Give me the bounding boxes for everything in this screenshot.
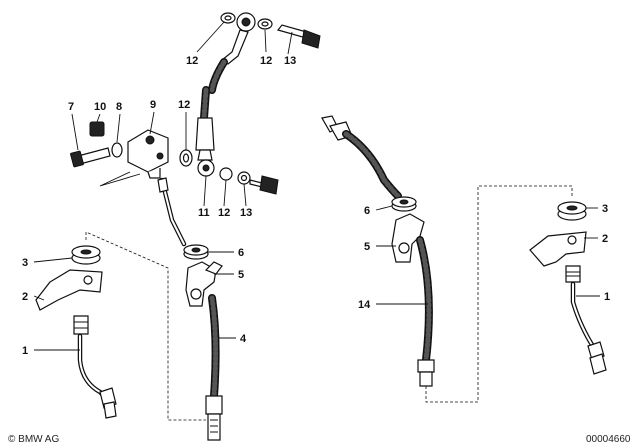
distribution-block	[70, 121, 279, 195]
callout-2: 2	[602, 233, 608, 245]
connection-line-right	[425, 185, 573, 403]
callout-2: 2	[22, 291, 28, 303]
callout-3: 3	[602, 203, 608, 215]
callout-13: 13	[240, 207, 252, 219]
callout-5: 5	[238, 269, 244, 281]
callout-9: 9	[150, 99, 156, 111]
callout-6: 6	[364, 205, 370, 217]
callout-12: 12	[218, 207, 230, 219]
callout-labels: 12 12 13 7 10 8 9 12 11 12 13 6 5 4 3 2 …	[22, 55, 610, 357]
center-pipe	[157, 177, 187, 247]
part-number: 00004660	[586, 434, 631, 445]
callout-4: 4	[240, 333, 247, 345]
callout-11: 11	[198, 207, 210, 219]
callout-13: 13	[284, 55, 296, 67]
callout-12: 12	[260, 55, 272, 67]
right-lower-assembly	[529, 201, 607, 375]
connection-line-left	[85, 231, 206, 421]
callout-12: 12	[178, 99, 190, 111]
center-lower-assembly	[183, 244, 223, 441]
callout-6: 6	[238, 247, 244, 259]
leader-lines	[33, 21, 600, 351]
left-lower-assembly	[35, 245, 117, 419]
callout-7: 7	[68, 101, 74, 113]
mid-hose	[195, 86, 215, 161]
callout-1: 1	[22, 345, 28, 357]
callout-3: 3	[22, 257, 28, 269]
callout-10: 10	[94, 101, 106, 113]
copyright-text: © BMW AG	[8, 434, 59, 445]
callout-1: 1	[604, 291, 610, 303]
callout-8: 8	[116, 101, 122, 113]
upper-hose-assembly	[208, 12, 321, 94]
callout-14: 14	[358, 299, 371, 311]
callout-12: 12	[186, 55, 198, 67]
right-hose-assembly	[321, 115, 435, 387]
callout-5: 5	[364, 241, 370, 253]
